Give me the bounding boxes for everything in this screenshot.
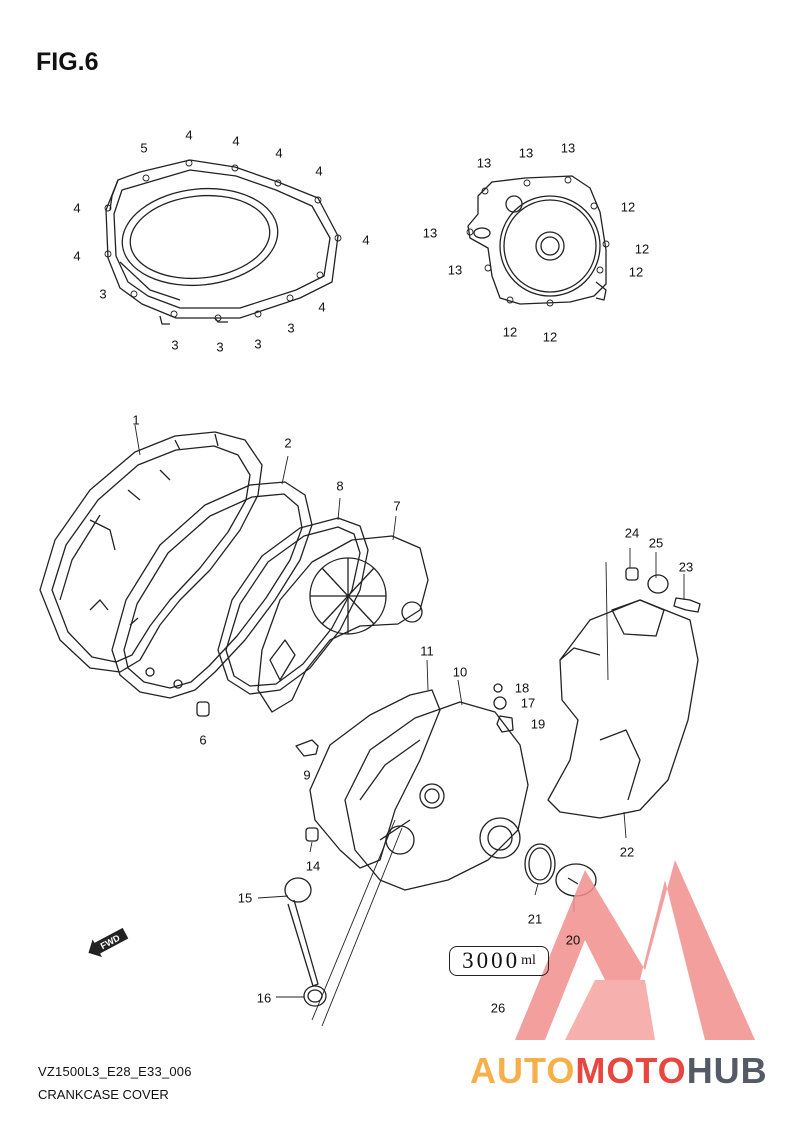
callout-2: 2 (284, 435, 292, 451)
callout-15: 15 (237, 890, 253, 906)
forward-arrow-icon (88, 927, 129, 957)
callout-11: 11 (420, 643, 434, 659)
fwd-label: FWD (99, 932, 122, 951)
leader-lines (134, 424, 685, 1027)
callout-4: 4 (232, 133, 240, 149)
callout-18: 18 (514, 680, 530, 696)
callout-5: 5 (140, 140, 148, 156)
callout-13: 13 (447, 262, 463, 278)
callout-24: 24 (624, 525, 640, 541)
part-15-dipstick-cap (284, 877, 319, 987)
callout-26: 26 (490, 1000, 506, 1016)
part-7-inner-cover (257, 535, 429, 713)
part-14-dowel (305, 827, 319, 842)
callout-10: 10 (452, 664, 468, 680)
oil-capacity-unit: ml (521, 953, 536, 968)
clutch-cover-top-view (105, 159, 339, 325)
callout-4: 4 (73, 248, 81, 264)
part-8-cover-gasket (217, 517, 369, 695)
callout-3: 3 (99, 286, 107, 302)
brand-part-hub: HUB (686, 1050, 768, 1091)
callout-14: 14 (305, 858, 321, 874)
part-9-bolt (295, 739, 319, 757)
part-18-17-19-small-parts (493, 683, 514, 733)
callout-4: 4 (73, 200, 81, 216)
generator-cover-top-view (467, 175, 607, 305)
callout-3: 3 (171, 337, 179, 353)
callout-6: 6 (199, 732, 207, 748)
part-24-25-23-fasteners (625, 567, 701, 613)
watermark-brand-text: AUTOMOTOHUB (470, 1050, 768, 1092)
part-2-gasket (111, 481, 313, 699)
callout-12: 12 (502, 324, 518, 340)
callout-4: 4 (185, 127, 193, 143)
callout-13: 13 (422, 225, 438, 241)
section-name: CRANKCASE COVER (38, 1087, 169, 1102)
callout-4: 4 (318, 299, 326, 315)
figure-title: FIG.6 (36, 48, 99, 76)
callout-7: 7 (393, 498, 401, 514)
callout-13: 13 (560, 140, 576, 156)
callout-12: 12 (542, 329, 558, 345)
callout-4: 4 (275, 145, 283, 161)
part-22-side-cover (547, 599, 699, 819)
callout-12: 12 (628, 264, 644, 280)
part-10-outer-cover (344, 701, 529, 891)
callout-12: 12 (634, 241, 650, 257)
brand-part-moto: MOTO (575, 1050, 687, 1091)
part-11-gasket (309, 689, 441, 869)
callout-8: 8 (336, 478, 344, 494)
part-21-o-ring (524, 843, 556, 885)
forward-direction-badge: FWD (83, 923, 130, 962)
callout-3: 3 (287, 320, 295, 336)
callout-25: 25 (648, 535, 664, 551)
part-16-o-ring (303, 985, 327, 1007)
callout-17: 17 (520, 695, 536, 711)
callout-9: 9 (303, 767, 311, 783)
callout-21: 21 (527, 911, 543, 927)
callout-13: 13 (518, 145, 534, 161)
callout-4: 4 (315, 163, 323, 179)
callout-3: 3 (254, 336, 262, 352)
callout-1: 1 (132, 412, 140, 428)
brand-part-auto: AUTO (470, 1050, 576, 1091)
callout-12: 12 (620, 199, 636, 215)
callout-23: 23 (678, 559, 694, 575)
part-6-dowel (196, 701, 210, 717)
oil-capacity-value: 3000 (462, 948, 521, 973)
callout-20: 20 (565, 932, 581, 948)
watermark-triangle-logo (515, 860, 755, 1040)
callout-3: 3 (216, 339, 224, 355)
callout-16: 16 (256, 990, 272, 1006)
callout-22: 22 (619, 844, 635, 860)
callout-13: 13 (476, 155, 492, 171)
part-1-crankcase-cover (39, 431, 263, 673)
model-code: VZ1500L3_E28_E33_006 (38, 1064, 192, 1079)
callout-19: 19 (530, 716, 546, 732)
callout-4: 4 (362, 232, 370, 248)
